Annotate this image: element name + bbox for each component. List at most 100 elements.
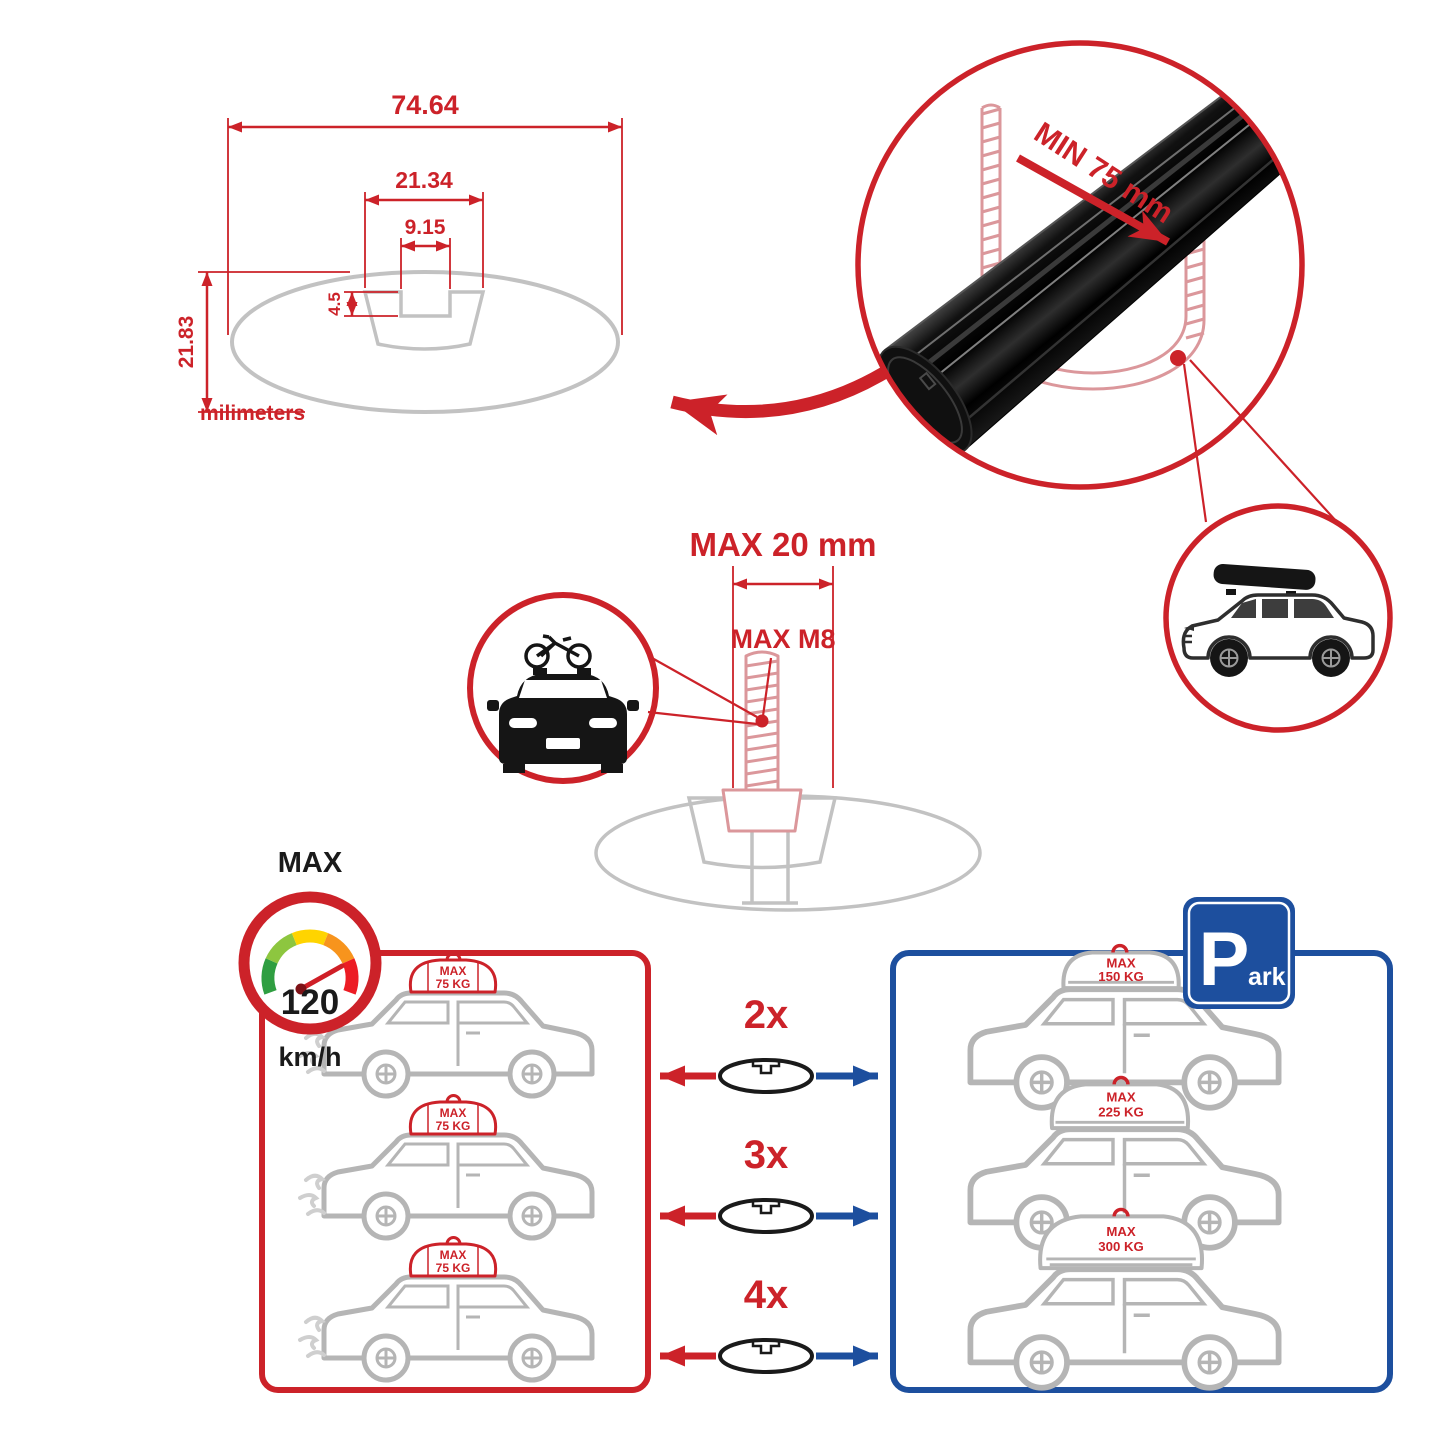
right-panel-cars: MAX 150 KG MAX 225 KG MAX 300 KG bbox=[970, 943, 1278, 1388]
clamp-detail-circle: MIN 75 mm bbox=[855, 40, 1305, 490]
bike-car-circle bbox=[467, 592, 758, 784]
dim-slot-depth: 4.5 bbox=[325, 291, 398, 317]
gauge-needle bbox=[298, 963, 345, 992]
car-row: MAX 225 KG bbox=[970, 1075, 1278, 1248]
zoom-arrow bbox=[670, 362, 896, 436]
multiplier-row: 3x bbox=[660, 1133, 878, 1234]
bolt-callout-lines bbox=[647, 657, 758, 726]
thread-ticks-bolt bbox=[745, 659, 779, 788]
car-row: MAX 150 KG bbox=[970, 943, 1278, 1108]
bag-handle-icon bbox=[445, 1094, 462, 1103]
roofbox-icon bbox=[1213, 564, 1316, 590]
roof-load-value: 75 KG bbox=[436, 977, 471, 991]
crossbar-profile-ellipse bbox=[230, 270, 620, 414]
multiplier-row: 2x bbox=[660, 993, 878, 1094]
car-row: MAX 75 KG bbox=[298, 1094, 592, 1239]
roof-load-label: MAX bbox=[1106, 1224, 1136, 1239]
dim-label-slot-depth: 4.5 bbox=[325, 292, 344, 316]
units-label: milimeters bbox=[200, 402, 305, 425]
roof-load-value: 75 KG bbox=[436, 1119, 471, 1133]
roof-load-label: MAX bbox=[1106, 955, 1136, 970]
t-slot-channel-profile bbox=[362, 290, 486, 351]
multiplier-column: 2x 3x 4x bbox=[660, 993, 878, 1374]
dim-total-height: 21.83 bbox=[175, 271, 350, 413]
dim-label-total-width: 74.64 bbox=[391, 90, 459, 120]
speed-max-label: MAX bbox=[278, 847, 343, 879]
roof-load-value: 300 KG bbox=[1098, 1239, 1144, 1254]
dim-channel-width: 21.34 bbox=[364, 167, 484, 288]
gauge-hub bbox=[295, 983, 307, 995]
roof-box-icon bbox=[1038, 1214, 1205, 1271]
dim-label-total-height: 21.83 bbox=[175, 316, 198, 369]
roof-box-icon bbox=[1049, 1082, 1191, 1131]
speed-value: 120 bbox=[281, 983, 339, 1022]
bolt-detail: MAX 20 mm MAX M8 bbox=[594, 526, 982, 912]
multiplier-label: 3x bbox=[744, 1133, 789, 1177]
bolt-callout-dot bbox=[755, 714, 769, 728]
multiplier-label: 4x bbox=[744, 1273, 789, 1317]
suv-roofbox-circle bbox=[1163, 503, 1393, 733]
bag-handle-icon bbox=[445, 1236, 462, 1245]
multiplier-row: 4x bbox=[660, 1273, 878, 1374]
mirror bbox=[627, 700, 639, 711]
roof-load-label: MAX bbox=[440, 1106, 467, 1120]
roof-load-value: 150 KG bbox=[1098, 969, 1144, 984]
roof-load-label: MAX bbox=[1106, 1090, 1136, 1105]
roof-load-label: MAX bbox=[440, 964, 467, 978]
suv-with-roofbox-icon bbox=[1181, 564, 1375, 677]
headlight bbox=[589, 718, 617, 728]
box-handle-icon bbox=[1111, 943, 1129, 953]
thread-leader-line bbox=[761, 657, 773, 717]
dim-label-channel-width: 21.34 bbox=[395, 167, 453, 193]
left-panel-cars: MAX 75 KG MAX 75 KG MAX 75 KG bbox=[298, 952, 592, 1381]
clamp-callout-dot bbox=[1170, 350, 1186, 366]
mirror bbox=[487, 700, 499, 711]
parking-letter: P bbox=[1199, 917, 1250, 1002]
dim-slot-width: 9.15 bbox=[400, 216, 451, 289]
dim-total-width: 74.64 bbox=[227, 90, 623, 335]
min-span-arrow bbox=[1016, 154, 1170, 246]
crossbar-endcap-icon bbox=[718, 1338, 814, 1374]
bike-icon bbox=[524, 634, 592, 669]
roof-load-value: 75 KG bbox=[436, 1261, 471, 1275]
parking-sign-icon: P ark bbox=[1183, 897, 1295, 1009]
roof-bag-icon bbox=[408, 958, 498, 994]
max-length-label: MAX 20 mm bbox=[689, 526, 876, 563]
max-thread-label: MAX M8 bbox=[730, 624, 835, 654]
box-handle-icon bbox=[1112, 1207, 1130, 1217]
t-nut-head bbox=[721, 788, 803, 833]
car-row: MAX 75 KG bbox=[298, 1236, 592, 1381]
hex-bolt-icon bbox=[721, 650, 803, 833]
box-handle-icon bbox=[1112, 1075, 1130, 1085]
magnifier-ring bbox=[855, 40, 1305, 490]
car-row: MAX 75 KG bbox=[298, 952, 592, 1097]
gauge-arc bbox=[261, 929, 359, 995]
bike-on-car-icon bbox=[487, 634, 639, 773]
thread-ticks-left bbox=[981, 107, 1001, 270]
speed-unit: km/h bbox=[278, 1042, 341, 1072]
roof-load-value: 225 KG bbox=[1098, 1105, 1144, 1120]
crossbar-endcap-icon bbox=[718, 1198, 814, 1234]
roof-box-icon bbox=[1061, 950, 1181, 991]
multiplier-label: 2x bbox=[744, 993, 789, 1037]
cross-section-diagram: 74.64 21.34 9.15 4.5 21.83 milimeters bbox=[175, 90, 623, 425]
parking-suffix: ark bbox=[1248, 963, 1286, 991]
parking-sign-border bbox=[1187, 901, 1291, 1005]
roof-load-label: MAX bbox=[440, 1248, 467, 1262]
car-row: MAX 300 KG bbox=[970, 1207, 1278, 1387]
t-slot-channel-profile-2 bbox=[686, 796, 838, 870]
crossbar-3d-icon bbox=[877, 58, 1302, 455]
clamp-detail-content bbox=[877, 58, 1302, 455]
parking-sign-bg bbox=[1183, 897, 1295, 1009]
suv-callout-lines bbox=[1182, 359, 1357, 544]
roof-bag-icon bbox=[408, 1100, 498, 1136]
speed-limit-gauge: MAX 120 km/h bbox=[238, 847, 382, 1072]
headlight bbox=[509, 718, 537, 728]
windshield bbox=[519, 680, 607, 698]
crossbar-endcap-icon bbox=[718, 1058, 814, 1094]
speedometer-icon bbox=[238, 891, 382, 1035]
t-slot-stem bbox=[742, 831, 798, 905]
license-plate bbox=[546, 738, 580, 749]
roof-bag-icon bbox=[408, 1242, 498, 1278]
